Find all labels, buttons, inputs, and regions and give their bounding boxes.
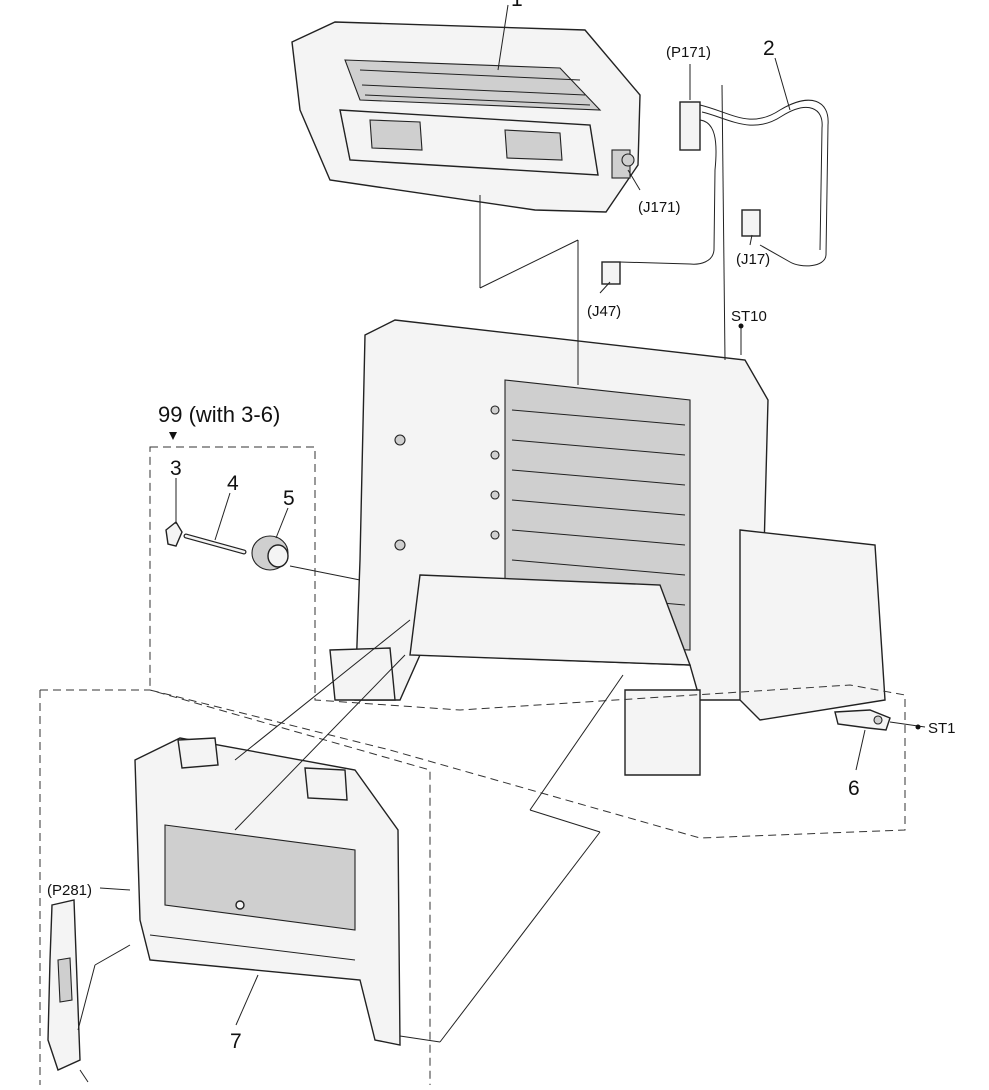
cable-harness: [601, 99, 829, 285]
callout-99-group: 99 (with 3-6): [158, 402, 280, 427]
callout-3: 3: [170, 457, 182, 480]
leader-lines: [77, 4, 926, 1083]
screw-st1-dot: [915, 724, 921, 730]
cover-assembly-boundary: [39, 689, 431, 1085]
screw-st1-label: ST1: [928, 720, 956, 737]
fuser-assembly: [291, 21, 641, 213]
pickup-roller-group: [165, 520, 289, 571]
side-bracket: [47, 899, 81, 1071]
connector-j17: (J17): [736, 251, 770, 268]
connector-j47: (J47): [587, 303, 621, 320]
connector-j171: (J171): [638, 199, 681, 216]
lever-part: [834, 709, 891, 731]
connector-p171: (P171): [666, 44, 711, 61]
main-chassis-frame: [329, 319, 886, 776]
callout-1: 1: [511, 0, 523, 11]
callout-6: 6: [848, 777, 860, 800]
connector-p281: (P281): [47, 882, 92, 899]
callout-7: 7: [230, 1030, 242, 1053]
rear-cover-unit: [134, 737, 401, 1046]
screw-st10-dot: [738, 323, 744, 329]
callout-5: 5: [283, 487, 295, 510]
callout-4: 4: [227, 472, 239, 495]
callout-2: 2: [763, 37, 775, 60]
group-marker-triangle: [169, 432, 177, 440]
screw-st10-label: ST10: [731, 308, 767, 325]
